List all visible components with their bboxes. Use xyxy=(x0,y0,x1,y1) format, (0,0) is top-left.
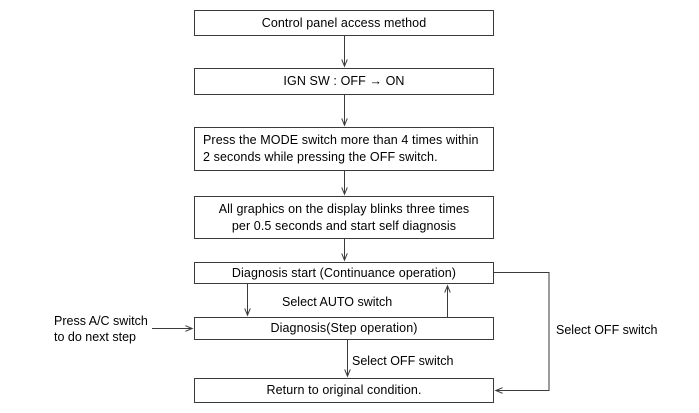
node-all-graphics-blink-label: All graphics on the display blinks three… xyxy=(218,201,470,233)
edge-label-select-auto-switch: Select AUTO switch xyxy=(282,295,393,309)
node-diagnosis-step-label: Diagnosis(Step operation) xyxy=(270,321,418,335)
node-control-panel-access-method-label: Control panel access method xyxy=(261,15,427,30)
node-all-graphics-blink: All graphics on the display blinks three… xyxy=(194,196,494,239)
connector-diagnosis-start-to-return-bypass xyxy=(494,272,550,394)
node-return-to-original-condition: Return to original condition. xyxy=(194,378,494,403)
node-diagnosis-start-label: Diagnosis start (Continuance operation) xyxy=(231,265,457,280)
node-ign-sw: IGN SW : OFF → ON xyxy=(194,68,494,95)
node-return-to-original-condition-label: Return to original condition. xyxy=(266,383,422,397)
node-press-mode-switch: Press the MODE switch more than 4 times … xyxy=(194,127,494,171)
node-diagnosis-start: Diagnosis start (Continuance operation) xyxy=(194,262,494,284)
node-diagnosis-step: Diagnosis(Step operation) xyxy=(194,317,494,340)
node-control-panel-access-method: Control panel access method xyxy=(194,10,494,36)
node-press-mode-switch-label: Press the MODE switch more than 4 times … xyxy=(203,133,479,164)
node-ign-sw-label: IGN SW : OFF → ON xyxy=(283,74,405,88)
edge-label-press-ac-switch: Press A/C switch to do next step xyxy=(54,314,148,344)
edge-label-select-off-switch-middle: Select OFF switch xyxy=(352,354,454,368)
edge-label-select-off-switch-right: Select OFF switch xyxy=(556,323,658,337)
